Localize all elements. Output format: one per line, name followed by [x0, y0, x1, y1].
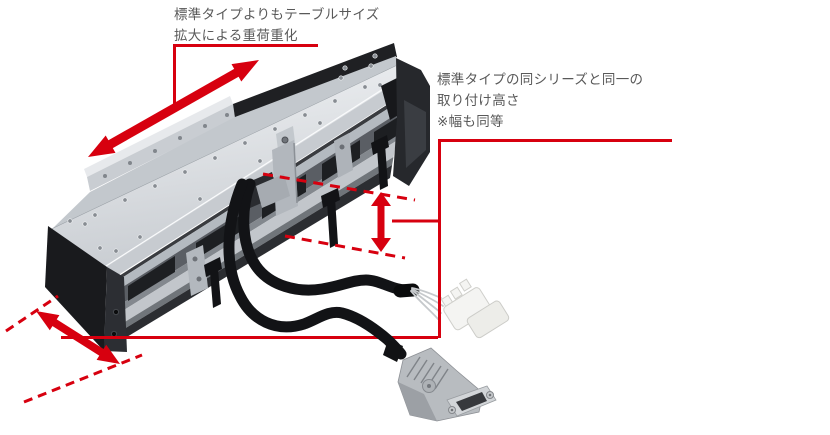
- callout-mounting-height-line1: 標準タイプの同シリーズと同一の: [437, 72, 644, 87]
- table-width-arrow: [36, 311, 120, 364]
- cables: [223, 178, 444, 360]
- left-end-cap: [45, 226, 127, 352]
- dimension-bracket-line: [392, 139, 672, 338]
- rear-rail: [84, 96, 235, 191]
- callout-mounting-height: 標準タイプの同シリーズと同一の 取り付け高さ ※幅も同等: [437, 69, 643, 132]
- sensor-bracket-left: [186, 245, 208, 296]
- sensor-clip-2: [371, 135, 389, 190]
- callout-table-size-line2: 拡大による重荷重化: [174, 28, 298, 43]
- callout-table-size-line1: 標準タイプよりもテーブルサイズ: [174, 7, 380, 22]
- io-connector: [440, 278, 510, 339]
- table-screw-holes: [67, 53, 383, 254]
- callout-leader-line: [173, 44, 318, 107]
- signal-cable: [238, 178, 414, 296]
- stroke-direction-arrow: [88, 60, 259, 157]
- height-dashed-line-bottom: [284, 234, 406, 260]
- table-far-band: [52, 56, 396, 229]
- sensor-clip-1: [321, 188, 340, 248]
- sensor-bracket-small: [334, 133, 353, 178]
- sensor-clip-3: [204, 257, 222, 308]
- width-dashed-line-bottom: [23, 353, 143, 404]
- linear-actuator-render: [45, 43, 430, 352]
- red-annotations: [5, 44, 672, 404]
- width-dashed-line-top: [5, 294, 59, 333]
- callout-table-size: 標準タイプよりもテーブルサイズ 拡大による重荷重化: [174, 4, 380, 46]
- callout-mounting-height-line3: ※幅も同等: [437, 114, 504, 129]
- dsub-connector: [383, 340, 497, 422]
- callout-mounting-height-line2: 取り付け高さ: [437, 93, 520, 108]
- motor-end-cap: [381, 58, 430, 186]
- mounting-height-arrow: [371, 192, 391, 252]
- height-dashed-line-top: [262, 172, 416, 202]
- rear-cover-strip: [233, 43, 397, 118]
